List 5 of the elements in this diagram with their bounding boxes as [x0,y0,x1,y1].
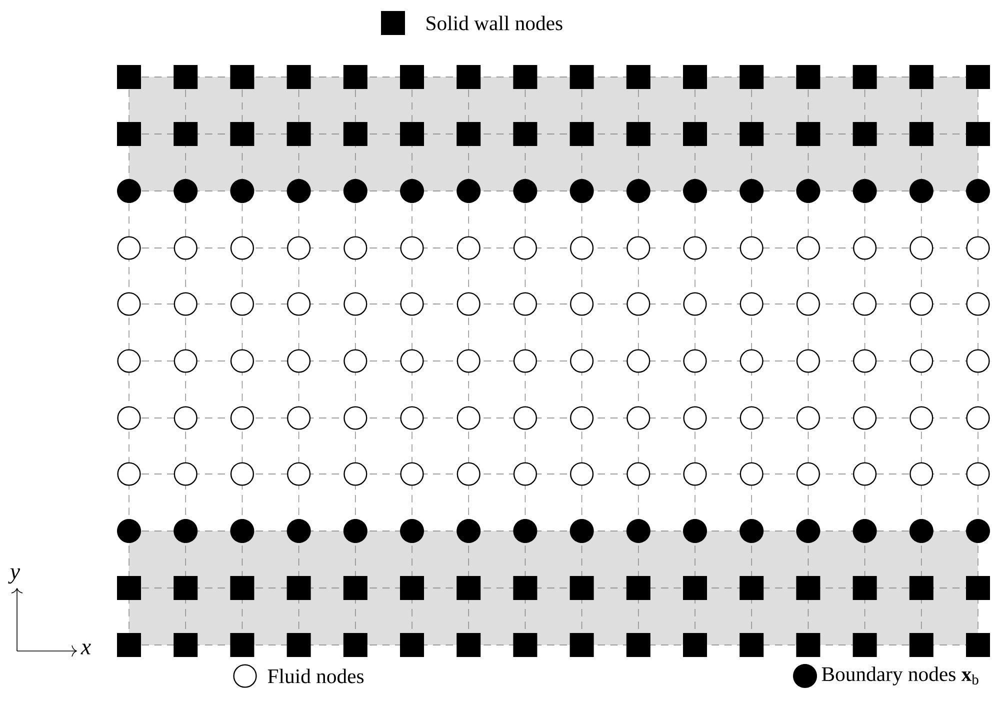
axis-label: y [8,568,20,584]
axis-label: x [80,644,91,654]
legend-label: Solid wall nodes [426,16,562,30]
legend-label: Fluid nodes [268,668,364,684]
legend-label: Boundary nodes x$_{b}$ [822,666,978,686]
